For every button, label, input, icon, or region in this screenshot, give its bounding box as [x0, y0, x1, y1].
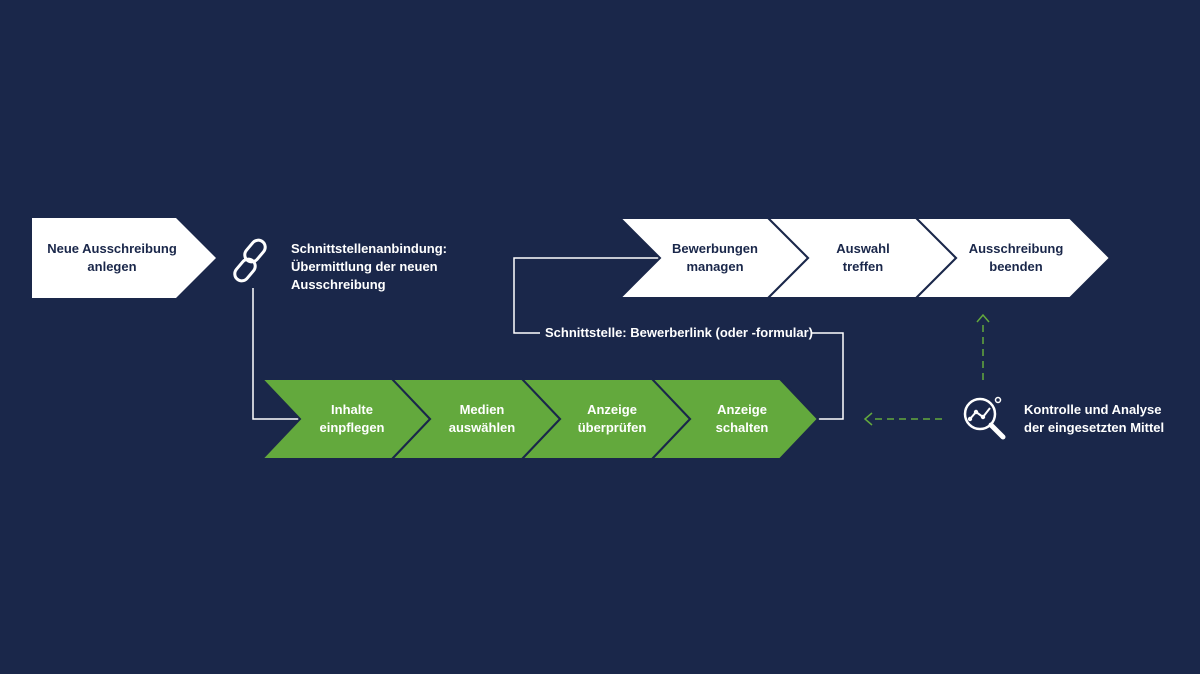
step-finish-label: Ausschreibung beenden — [968, 241, 1064, 274]
connector-link-left — [513, 257, 660, 334]
step-publish-label: Anzeige schalten — [715, 402, 769, 435]
connector-publish-to-manage — [812, 332, 844, 420]
interface-note: Schnittstellenanbindung: Übermittlung de… — [291, 241, 447, 292]
step-media-label: Medien auswählen — [448, 402, 516, 435]
connector-interface-to-content — [252, 288, 300, 420]
step-create-chevron — [32, 218, 216, 298]
step-create-label: Neue Ausschreibung anlegen — [47, 241, 177, 274]
step-content-label: Inhalte einpflegen — [319, 402, 385, 435]
chain-link-icon — [233, 238, 267, 283]
step-manage-chevron — [617, 217, 810, 299]
applicant-link-note: Schnittstelle: Bewerberlink (oder -formu… — [545, 325, 813, 340]
dashed-arrow-up — [976, 313, 990, 380]
dashed-arrow-left — [863, 412, 942, 426]
step-manage-label: Bewerbungen managen — [672, 241, 758, 274]
step-select-label: Auswahl treffen — [836, 241, 890, 274]
analysis-note: Kontrolle und Analyse der eingesetzten M… — [1024, 402, 1165, 435]
step-content-chevron — [259, 378, 432, 460]
magnifier-analytics-icon — [963, 396, 1006, 440]
step-review-label: Anzeige überprüfen — [577, 402, 647, 435]
